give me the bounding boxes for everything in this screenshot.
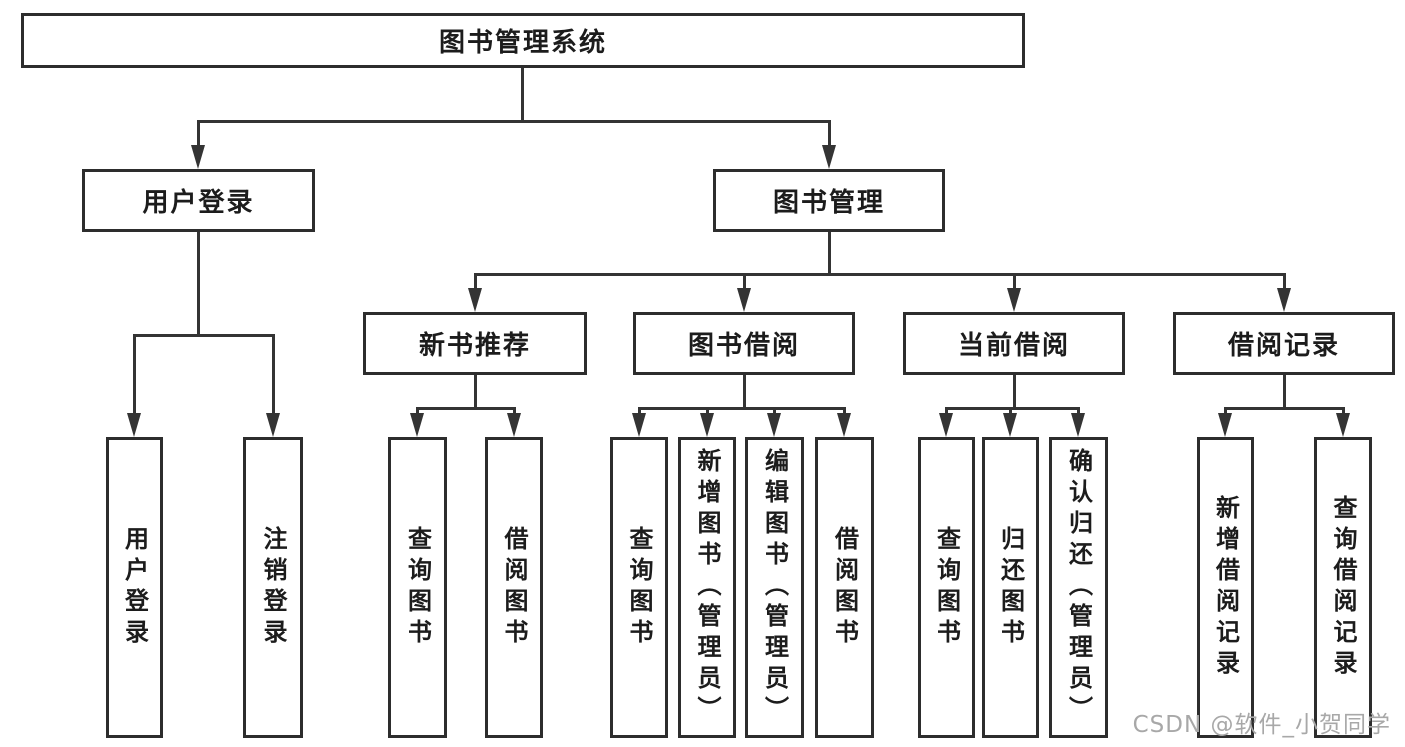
node-borrowing-records: 借阅记录 [1173,312,1395,375]
node-leaf-add-borrow-record-label: 新增借阅记录 [1211,494,1240,681]
node-leaf-query-books-1-label: 查询图书 [403,525,432,650]
node-leaf-borrow-books-2-label: 借阅图书 [830,525,859,650]
csdn-watermark: CSDN @软件_小贺同学 [1132,712,1391,738]
node-library-system: 图书管理系统 [21,13,1025,68]
node-leaf-query-borrow-record-label: 查询借阅记录 [1329,494,1357,681]
arrow-to-user-login [191,145,205,169]
connector-drop-book-borrowing [743,273,746,292]
node-book-borrowing: 图书借阅 [633,312,855,375]
node-book-management-label: 图书管理 [772,188,885,218]
node-leaf-add-book-admin-label: 新增图书（管理员） [693,448,721,727]
arrow-to-borrow-books-1 [507,413,521,437]
node-leaf-return-book-label: 归还图书 [996,525,1025,650]
node-borrowing-records-label: 借阅记录 [1227,331,1340,361]
arrow-to-borrow-books-2 [837,413,851,437]
arrow-to-leaf-user-login [127,413,141,437]
connector-drop-book-management [828,120,831,149]
node-user-login: 用户登录 [82,169,315,232]
connector-drop-query-books-1 [416,407,419,417]
arrow-to-borrowing-records [1277,288,1291,312]
connector-borrowing-records-split [1224,407,1345,410]
connector-user-login-stub [197,232,200,334]
connector-current-borrowing-split [945,407,1080,410]
connector-drop-borrowing-records [1283,273,1286,292]
node-leaf-logout-label: 注销登录 [259,525,287,650]
connector-book-borrowing-stub [743,375,746,407]
connector-new-book-split [416,407,516,410]
arrow-to-new-book [468,288,482,312]
connector-drop-leaf-user-login [133,334,136,416]
connector-drop-user-login [197,120,200,149]
arrow-to-query-books-2 [632,413,646,437]
arrow-to-return-book [1003,413,1017,437]
connector-borrowing-records-stub [1283,375,1286,407]
connector-new-book-stub [474,375,477,407]
node-leaf-logout: 注销登录 [243,437,303,738]
connector-drop-edit-book [773,407,776,417]
connector-drop-confirm-return [1077,407,1080,417]
arrow-to-current-borrowing [1007,288,1021,312]
connector-drop-query-books-3 [945,407,948,417]
connector-root-stub [521,68,524,120]
connector-drop-return-book [1009,407,1012,417]
node-leaf-query-books-2: 查询图书 [610,437,668,738]
arrow-to-query-books-3 [939,413,953,437]
arrow-to-edit-book [767,413,781,437]
node-user-login-label: 用户登录 [142,188,255,218]
connector-current-borrowing-stub [1013,375,1016,407]
connector-drop-borrow-books-1 [513,407,516,417]
arrow-to-leaf-logout [266,413,280,437]
arrow-to-add-record [1218,413,1232,437]
node-leaf-confirm-return-admin: 确认归还（管理员） [1049,437,1108,738]
node-leaf-add-borrow-record: 新增借阅记录 [1197,437,1254,738]
node-leaf-add-book-admin: 新增图书（管理员） [678,437,736,738]
arrow-to-confirm-return [1071,413,1085,437]
node-leaf-edit-book-admin: 编辑图书（管理员） [745,437,804,738]
connector-user-login-split [133,334,275,337]
arrow-to-add-book [700,413,714,437]
node-leaf-return-book: 归还图书 [982,437,1039,738]
connector-drop-current-borrowing [1013,273,1016,292]
node-new-book-recommend-label: 新书推荐 [418,331,531,361]
node-leaf-user-login-label: 用户登录 [120,525,149,650]
node-book-management: 图书管理 [713,169,945,232]
connector-book-management-split [474,273,1286,276]
node-new-book-recommend: 新书推荐 [363,312,587,375]
node-leaf-confirm-return-admin-label: 确认归还（管理员） [1064,448,1093,727]
node-leaf-query-books-1: 查询图书 [388,437,447,738]
node-leaf-query-books-3-label: 查询图书 [932,525,961,650]
connector-book-borrowing-split [638,407,846,410]
node-book-borrowing-label: 图书借阅 [687,331,800,361]
arrow-to-query-books-1 [410,413,424,437]
arrow-to-book-management [822,145,836,169]
node-leaf-borrow-books-1: 借阅图书 [485,437,543,738]
node-leaf-query-books-3: 查询图书 [918,437,975,738]
node-leaf-query-books-2-label: 查询图书 [625,525,653,650]
node-leaf-user-login: 用户登录 [106,437,163,738]
connector-root-split [197,120,831,123]
connector-book-management-stub [828,232,831,273]
node-leaf-query-borrow-record: 查询借阅记录 [1314,437,1372,738]
connector-drop-query-record [1342,407,1345,417]
arrow-to-book-borrowing [737,288,751,312]
connector-drop-add-record [1224,407,1227,417]
node-current-borrowing: 当前借阅 [903,312,1125,375]
node-leaf-borrow-books-1-label: 借阅图书 [500,525,528,650]
connector-drop-borrow-books-2 [843,407,846,417]
arrow-to-query-record [1336,413,1350,437]
node-library-system-label: 图书管理系统 [438,28,607,58]
connector-drop-new-book [474,273,477,292]
connector-drop-query-books-2 [638,407,641,417]
node-leaf-edit-book-admin-label: 编辑图书（管理员） [760,448,789,727]
connector-drop-add-book [706,407,709,417]
node-current-borrowing-label: 当前借阅 [957,331,1070,361]
connector-drop-leaf-logout [272,334,275,416]
node-leaf-borrow-books-2: 借阅图书 [815,437,874,738]
